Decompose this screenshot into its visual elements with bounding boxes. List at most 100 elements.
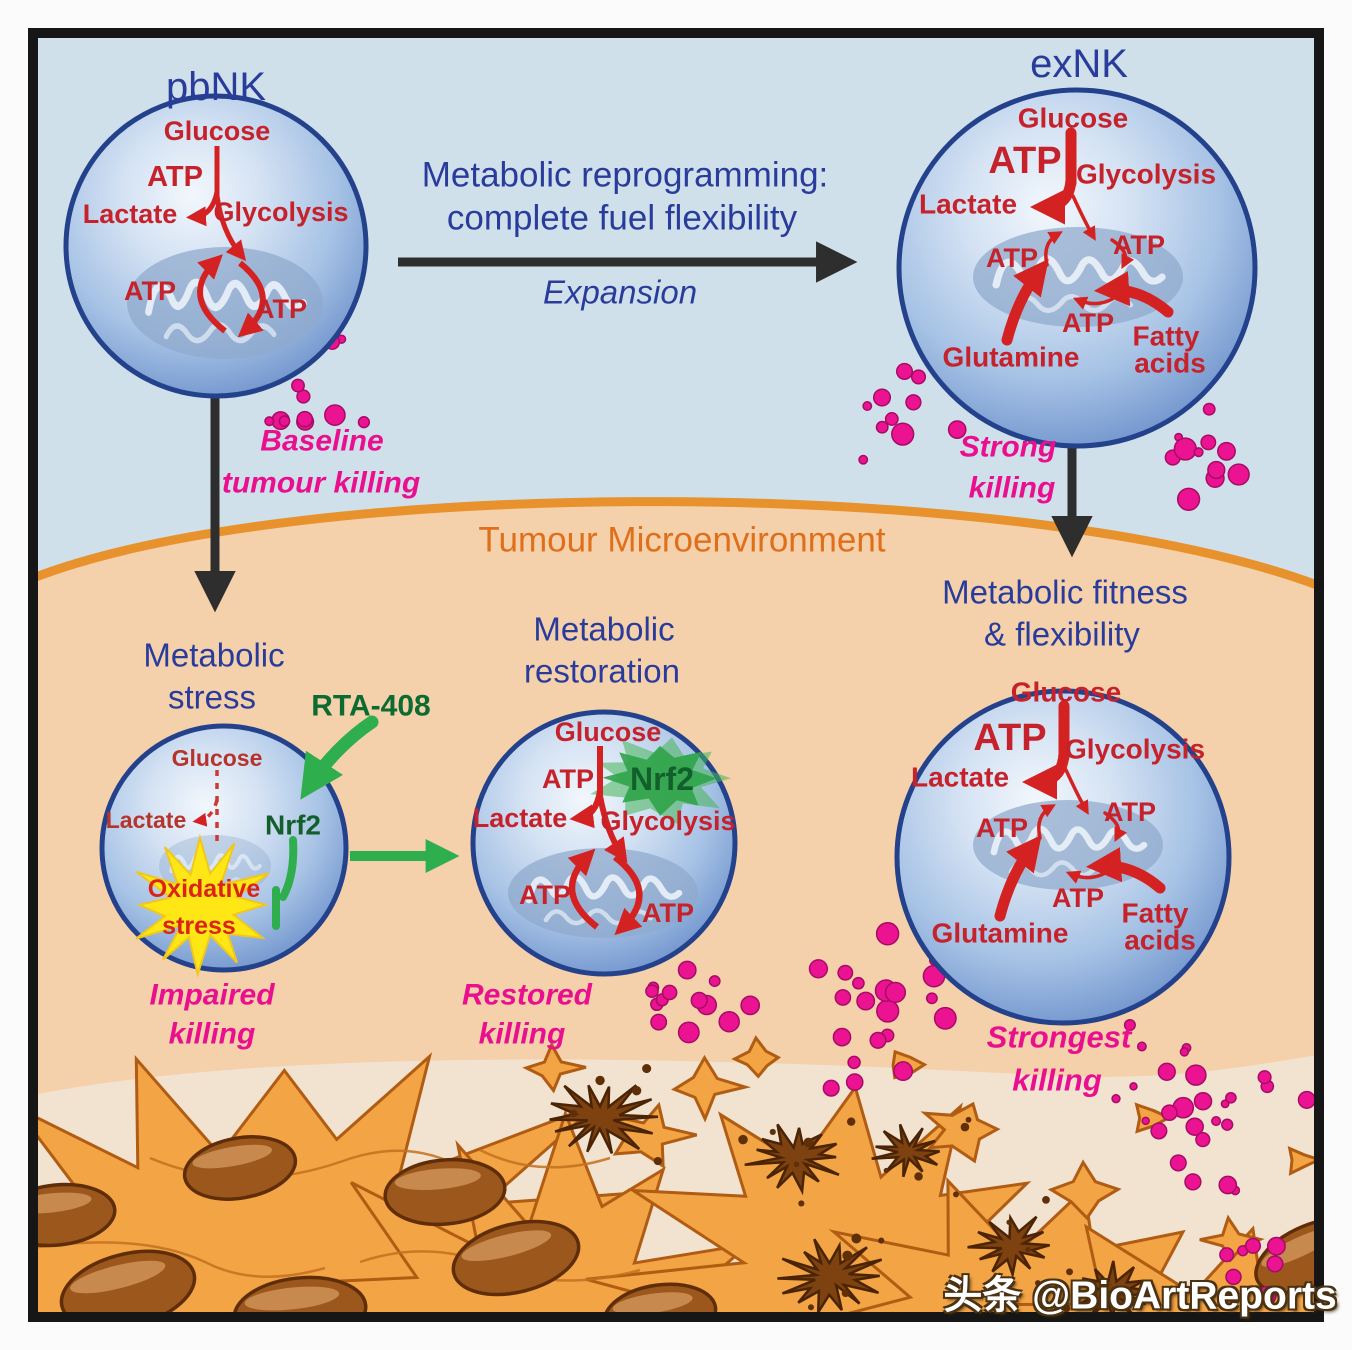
apoptotic-tumour-debris bbox=[549, 1064, 1152, 1317]
tumour-nucleus bbox=[59, 1249, 197, 1317]
granule-dot bbox=[1266, 1255, 1284, 1273]
granule-dot bbox=[808, 959, 829, 979]
granule-dot bbox=[947, 420, 967, 439]
granule-dot bbox=[933, 1006, 957, 1030]
tumour-cell-blob bbox=[522, 1041, 587, 1094]
granule-dot bbox=[1217, 441, 1236, 461]
granule-dot bbox=[1193, 447, 1204, 458]
stress-cell bbox=[99, 723, 349, 978]
granule-dot bbox=[1218, 1175, 1238, 1195]
granule-dot bbox=[1173, 437, 1197, 461]
granule-dot bbox=[1257, 1285, 1277, 1306]
granule-dot bbox=[1123, 1018, 1136, 1032]
granule-dot bbox=[875, 420, 889, 434]
flow-arrows bbox=[194, 241, 1093, 613]
granule-dot bbox=[690, 991, 708, 1010]
granule-dot bbox=[1141, 1116, 1150, 1126]
granule-dot bbox=[1161, 1104, 1178, 1122]
granule-dot bbox=[837, 964, 854, 981]
apoptotic-nucleus bbox=[846, 1116, 972, 1181]
restoration-cell bbox=[470, 709, 738, 977]
oxidative-stress-burst bbox=[135, 833, 270, 978]
granule-dot bbox=[910, 369, 927, 385]
granule-dot bbox=[1211, 1116, 1222, 1127]
pbnk-metabolic-arrows bbox=[186, 146, 266, 338]
nrf2-protein-blob bbox=[590, 737, 731, 824]
tumour-nucleus bbox=[383, 1157, 507, 1227]
granule-dot bbox=[852, 976, 865, 990]
granule-dot bbox=[862, 401, 873, 411]
restoration-mitochondrion bbox=[508, 848, 698, 938]
granule-dot bbox=[1225, 1091, 1237, 1104]
tumour-nucleus bbox=[451, 1219, 581, 1297]
granule-dot bbox=[708, 975, 721, 988]
granule-dot bbox=[847, 1055, 861, 1070]
granule-dot bbox=[1176, 487, 1201, 511]
granule-dot bbox=[357, 416, 371, 429]
exnk-mitochondrion bbox=[973, 227, 1183, 327]
granule-dot bbox=[1169, 1154, 1187, 1172]
tumour-nucleus bbox=[33, 1182, 117, 1248]
granule-dot bbox=[1193, 1091, 1213, 1111]
granule-dot bbox=[856, 991, 876, 1011]
granule-dot bbox=[895, 362, 914, 380]
rta408-arrow bbox=[300, 715, 379, 800]
granule-dot bbox=[822, 1079, 840, 1097]
granule-dot bbox=[905, 394, 922, 411]
granule-dot bbox=[296, 389, 311, 404]
granule-dot bbox=[1185, 1064, 1207, 1086]
granule-dot bbox=[876, 999, 900, 1023]
granule-dot bbox=[1111, 1094, 1121, 1104]
granule-dot bbox=[884, 412, 899, 426]
tumour-cell-blob bbox=[1047, 1159, 1122, 1221]
stress-impaired-glycolysis-arrows bbox=[192, 770, 219, 848]
figure-frame bbox=[28, 28, 1324, 1322]
granule-dot bbox=[1221, 1118, 1234, 1131]
tumour-nucleus bbox=[182, 1135, 298, 1201]
granule-dot bbox=[858, 454, 869, 465]
granule-dot bbox=[278, 415, 291, 427]
granule-dot bbox=[677, 1021, 700, 1044]
tumour-nuclei bbox=[33, 1135, 1319, 1317]
granule-dot bbox=[291, 378, 305, 393]
granule-dot bbox=[891, 422, 915, 446]
granule-dot bbox=[264, 416, 275, 427]
granule-dot bbox=[832, 1027, 852, 1047]
granule-dot bbox=[718, 1010, 740, 1033]
apoptotic-nucleus bbox=[777, 1233, 885, 1317]
granule-dot bbox=[1179, 1047, 1190, 1057]
granule-dot bbox=[1195, 1131, 1211, 1148]
granule-dot bbox=[296, 410, 314, 428]
granule-dot bbox=[1266, 1236, 1286, 1256]
granule-dot bbox=[925, 992, 938, 1005]
restoration-metabolic-arrows bbox=[567, 746, 643, 936]
granule-dot bbox=[1297, 1090, 1316, 1109]
granule-dot bbox=[1225, 1268, 1242, 1286]
apoptotic-nucleus bbox=[549, 1064, 662, 1166]
granule-dot bbox=[645, 984, 659, 999]
granule-dot bbox=[650, 1013, 668, 1031]
granule-dot bbox=[1129, 1082, 1138, 1091]
exnk-metabolic-arrows bbox=[1001, 127, 1174, 346]
granule-dot bbox=[869, 1031, 887, 1049]
apoptotic-nucleus bbox=[953, 1191, 1051, 1286]
apoptotic-nucleus bbox=[738, 1123, 840, 1207]
granule-dot bbox=[740, 995, 761, 1016]
nrf2-inhibition bbox=[272, 836, 298, 930]
tumour-cell-blob bbox=[731, 1035, 782, 1079]
granule-dot bbox=[1157, 1062, 1176, 1081]
granule-dot bbox=[834, 989, 852, 1006]
tumour-cell-blob bbox=[670, 1054, 752, 1123]
granule-dot bbox=[872, 388, 892, 407]
granule-dot bbox=[1207, 460, 1226, 480]
exnk-cell bbox=[896, 87, 1258, 449]
granule-dot bbox=[661, 984, 678, 1001]
granule-dot bbox=[1150, 1122, 1168, 1140]
fitness-metabolic-arrows bbox=[994, 700, 1166, 922]
fitness-cell bbox=[894, 688, 1232, 1026]
pbnk-mitochondrion bbox=[127, 247, 323, 359]
granule-dot bbox=[324, 404, 346, 426]
tme-boundary-line bbox=[33, 497, 1319, 590]
